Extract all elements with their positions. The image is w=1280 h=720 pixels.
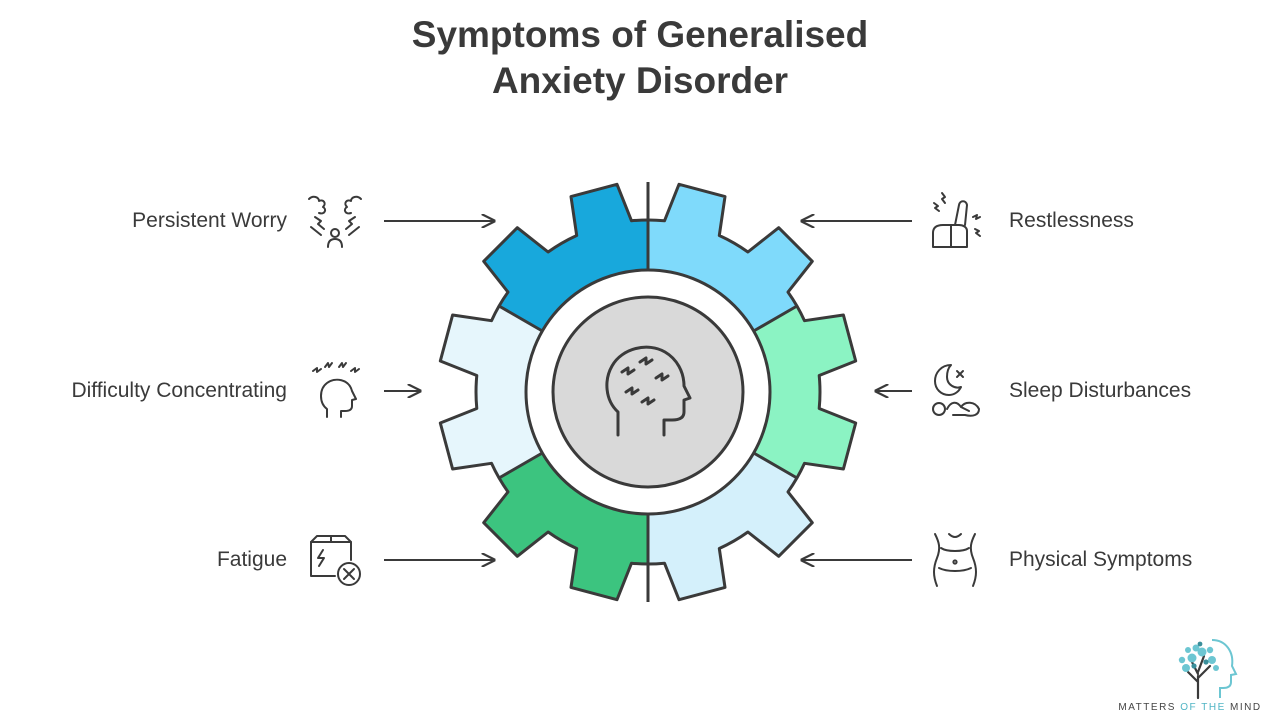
title-line-2: Anxiety Disorder bbox=[491, 60, 789, 101]
storm-person-icon bbox=[308, 195, 362, 248]
gear-hub bbox=[551, 295, 745, 489]
moon-sleep-icon bbox=[932, 364, 980, 417]
torso-icon bbox=[933, 533, 977, 587]
head-stress-icon bbox=[312, 362, 360, 418]
label-sleep-disturbances: Sleep Disturbances bbox=[1009, 379, 1192, 402]
label-persistent-worry: Persistent Worry bbox=[132, 209, 287, 232]
logo-text: MATTERS OF THE MIND bbox=[1118, 702, 1262, 713]
arrows bbox=[384, 221, 912, 560]
gear-divider bbox=[752, 451, 798, 480]
label-restlessness: Restlessness bbox=[1009, 209, 1134, 232]
tree-head-logo bbox=[1178, 639, 1238, 700]
anxious-head-icon bbox=[605, 345, 692, 437]
label-fatigue: Fatigue bbox=[216, 548, 287, 571]
gear-outline bbox=[438, 182, 858, 602]
label-difficulty-concentrating: Difficulty Concentrating bbox=[71, 379, 287, 402]
battery-cross-icon bbox=[310, 535, 361, 586]
label-physical-symptoms: Physical Symptoms bbox=[1009, 548, 1193, 571]
gear-divider bbox=[498, 451, 544, 480]
page-title: Symptoms of Generalised Anxiety Disorder bbox=[0, 12, 1280, 104]
gear-divider bbox=[498, 304, 544, 333]
title-line-1: Symptoms of Generalised bbox=[411, 14, 869, 55]
gear-divider bbox=[752, 304, 798, 333]
gear-dividers bbox=[498, 182, 798, 602]
seat-restless-icon bbox=[932, 192, 981, 248]
